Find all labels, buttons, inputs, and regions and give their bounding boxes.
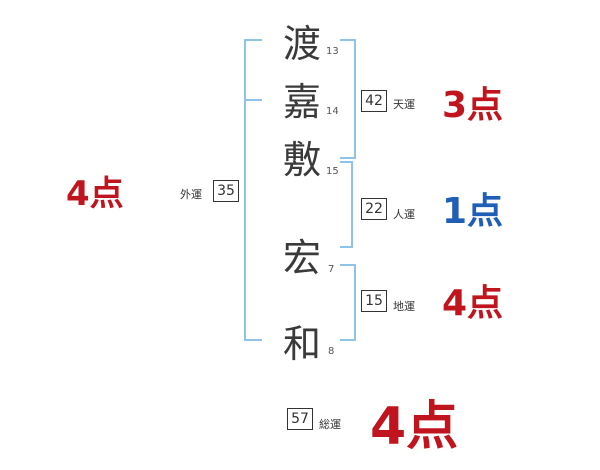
chi-value-box: 15 [361, 290, 387, 312]
ten-value-box: 42 [361, 90, 387, 112]
name-char-3: 敷 [282, 138, 321, 182]
ten-label: 天運 [393, 98, 415, 111]
name-char-5: 和 [282, 322, 321, 366]
ten-score: 3点 [442, 85, 504, 126]
so-score: 4点 [370, 397, 459, 457]
so-value-box: 57 [287, 408, 313, 430]
ten-bracket [340, 39, 356, 159]
stroke-count-5: 8 [328, 346, 335, 357]
gai-score: 4点 [66, 174, 124, 214]
name-char-2: 嘉 [282, 80, 321, 124]
gai-value-box: 35 [213, 180, 239, 202]
outer-bracket [244, 39, 262, 341]
stroke-count-4: 7 [328, 264, 335, 275]
so-label: 総運 [319, 418, 341, 431]
stroke-count-2: 14 [326, 106, 339, 117]
jin-bracket [340, 161, 353, 248]
jin-score: 1点 [442, 191, 504, 232]
stroke-count-3: 15 [326, 166, 339, 177]
name-char-1: 渡 [282, 22, 321, 66]
chi-score: 4点 [442, 283, 504, 324]
jin-label: 人運 [393, 208, 415, 221]
chi-label: 地運 [393, 300, 415, 313]
jin-value-box: 22 [361, 198, 387, 220]
gai-label: 外運 [180, 188, 202, 201]
name-char-4: 宏 [282, 236, 321, 280]
chi-bracket [340, 264, 356, 341]
stroke-count-1: 13 [326, 46, 339, 57]
